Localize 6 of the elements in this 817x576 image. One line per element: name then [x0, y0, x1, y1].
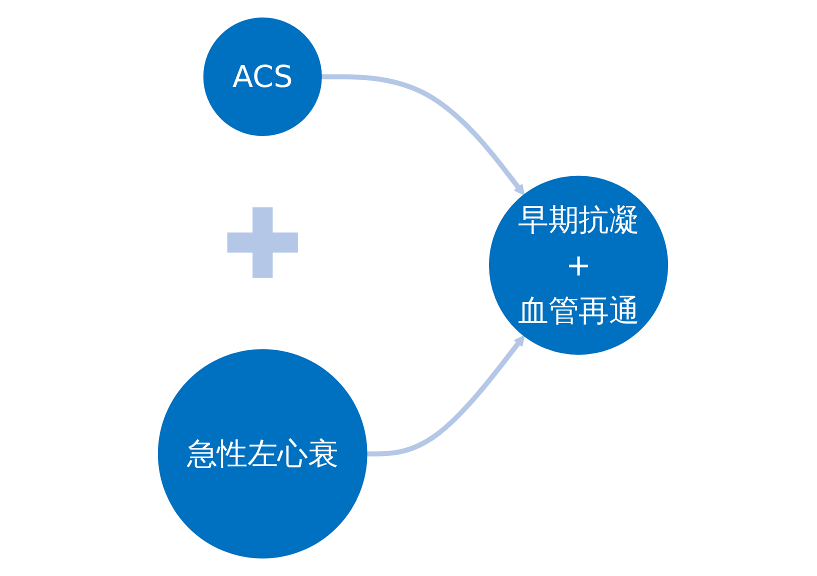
arrow: [366, 335, 525, 456]
node-circle: 急性左心衰: [158, 349, 368, 559]
node-cross: [228, 207, 298, 278]
node-circle: ACS: [204, 17, 322, 136]
arrow: [321, 74, 525, 196]
node-circle: 早期抗凝 + 血管再通: [489, 176, 668, 355]
